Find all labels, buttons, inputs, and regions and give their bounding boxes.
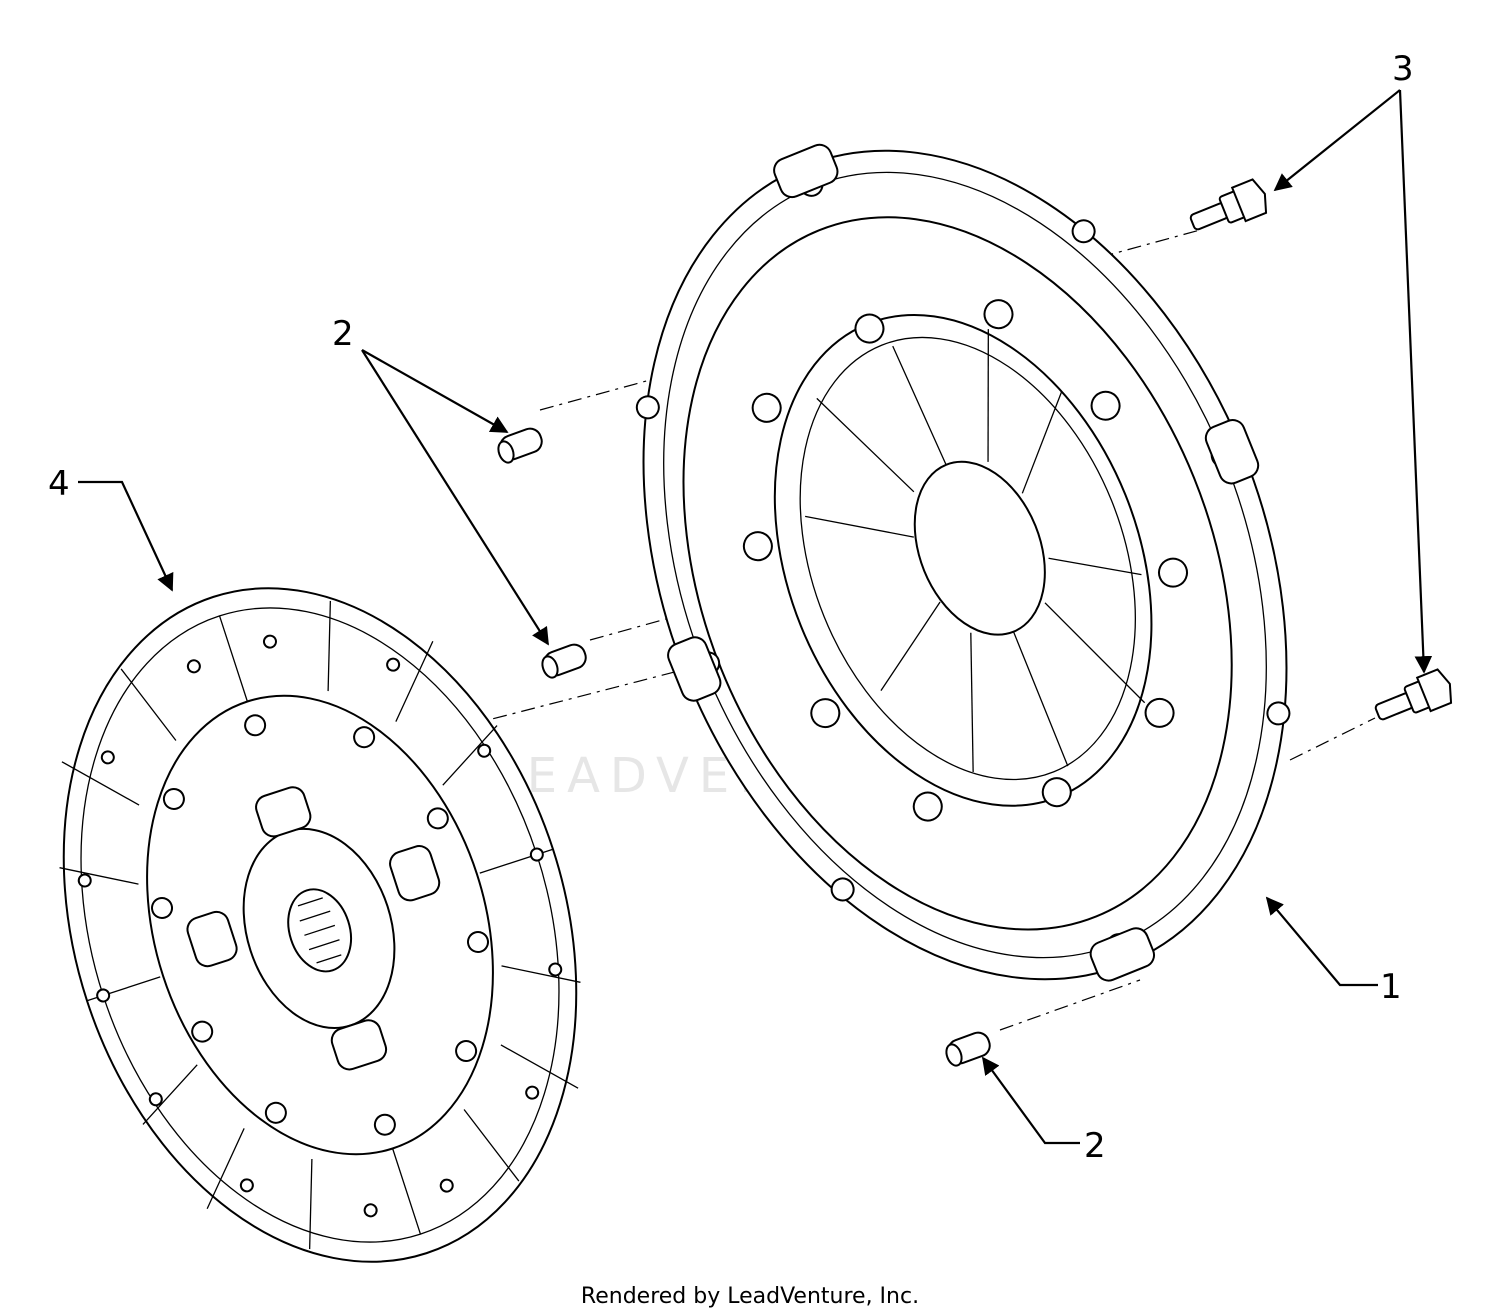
dowel-pin-middle [541, 643, 587, 679]
callout-2-lower: 2 [1084, 1126, 1106, 1166]
leader-lines [78, 89, 1433, 1145]
pressure-plate-assembly [635, 143, 1291, 982]
dowel-pin-lower [945, 1031, 991, 1067]
bolt-upper [1189, 178, 1268, 231]
clutch-disc [59, 587, 581, 1263]
callout-2-upper: 2 [332, 314, 354, 354]
callout-1: 1 [1380, 967, 1402, 1007]
bolt-lower [1374, 668, 1453, 721]
callout-3: 3 [1392, 49, 1414, 89]
dowel-pin-upper [497, 427, 543, 464]
callout-4: 4 [48, 464, 70, 504]
footer-credit: Rendered by LeadVenture, Inc. [581, 1284, 919, 1309]
